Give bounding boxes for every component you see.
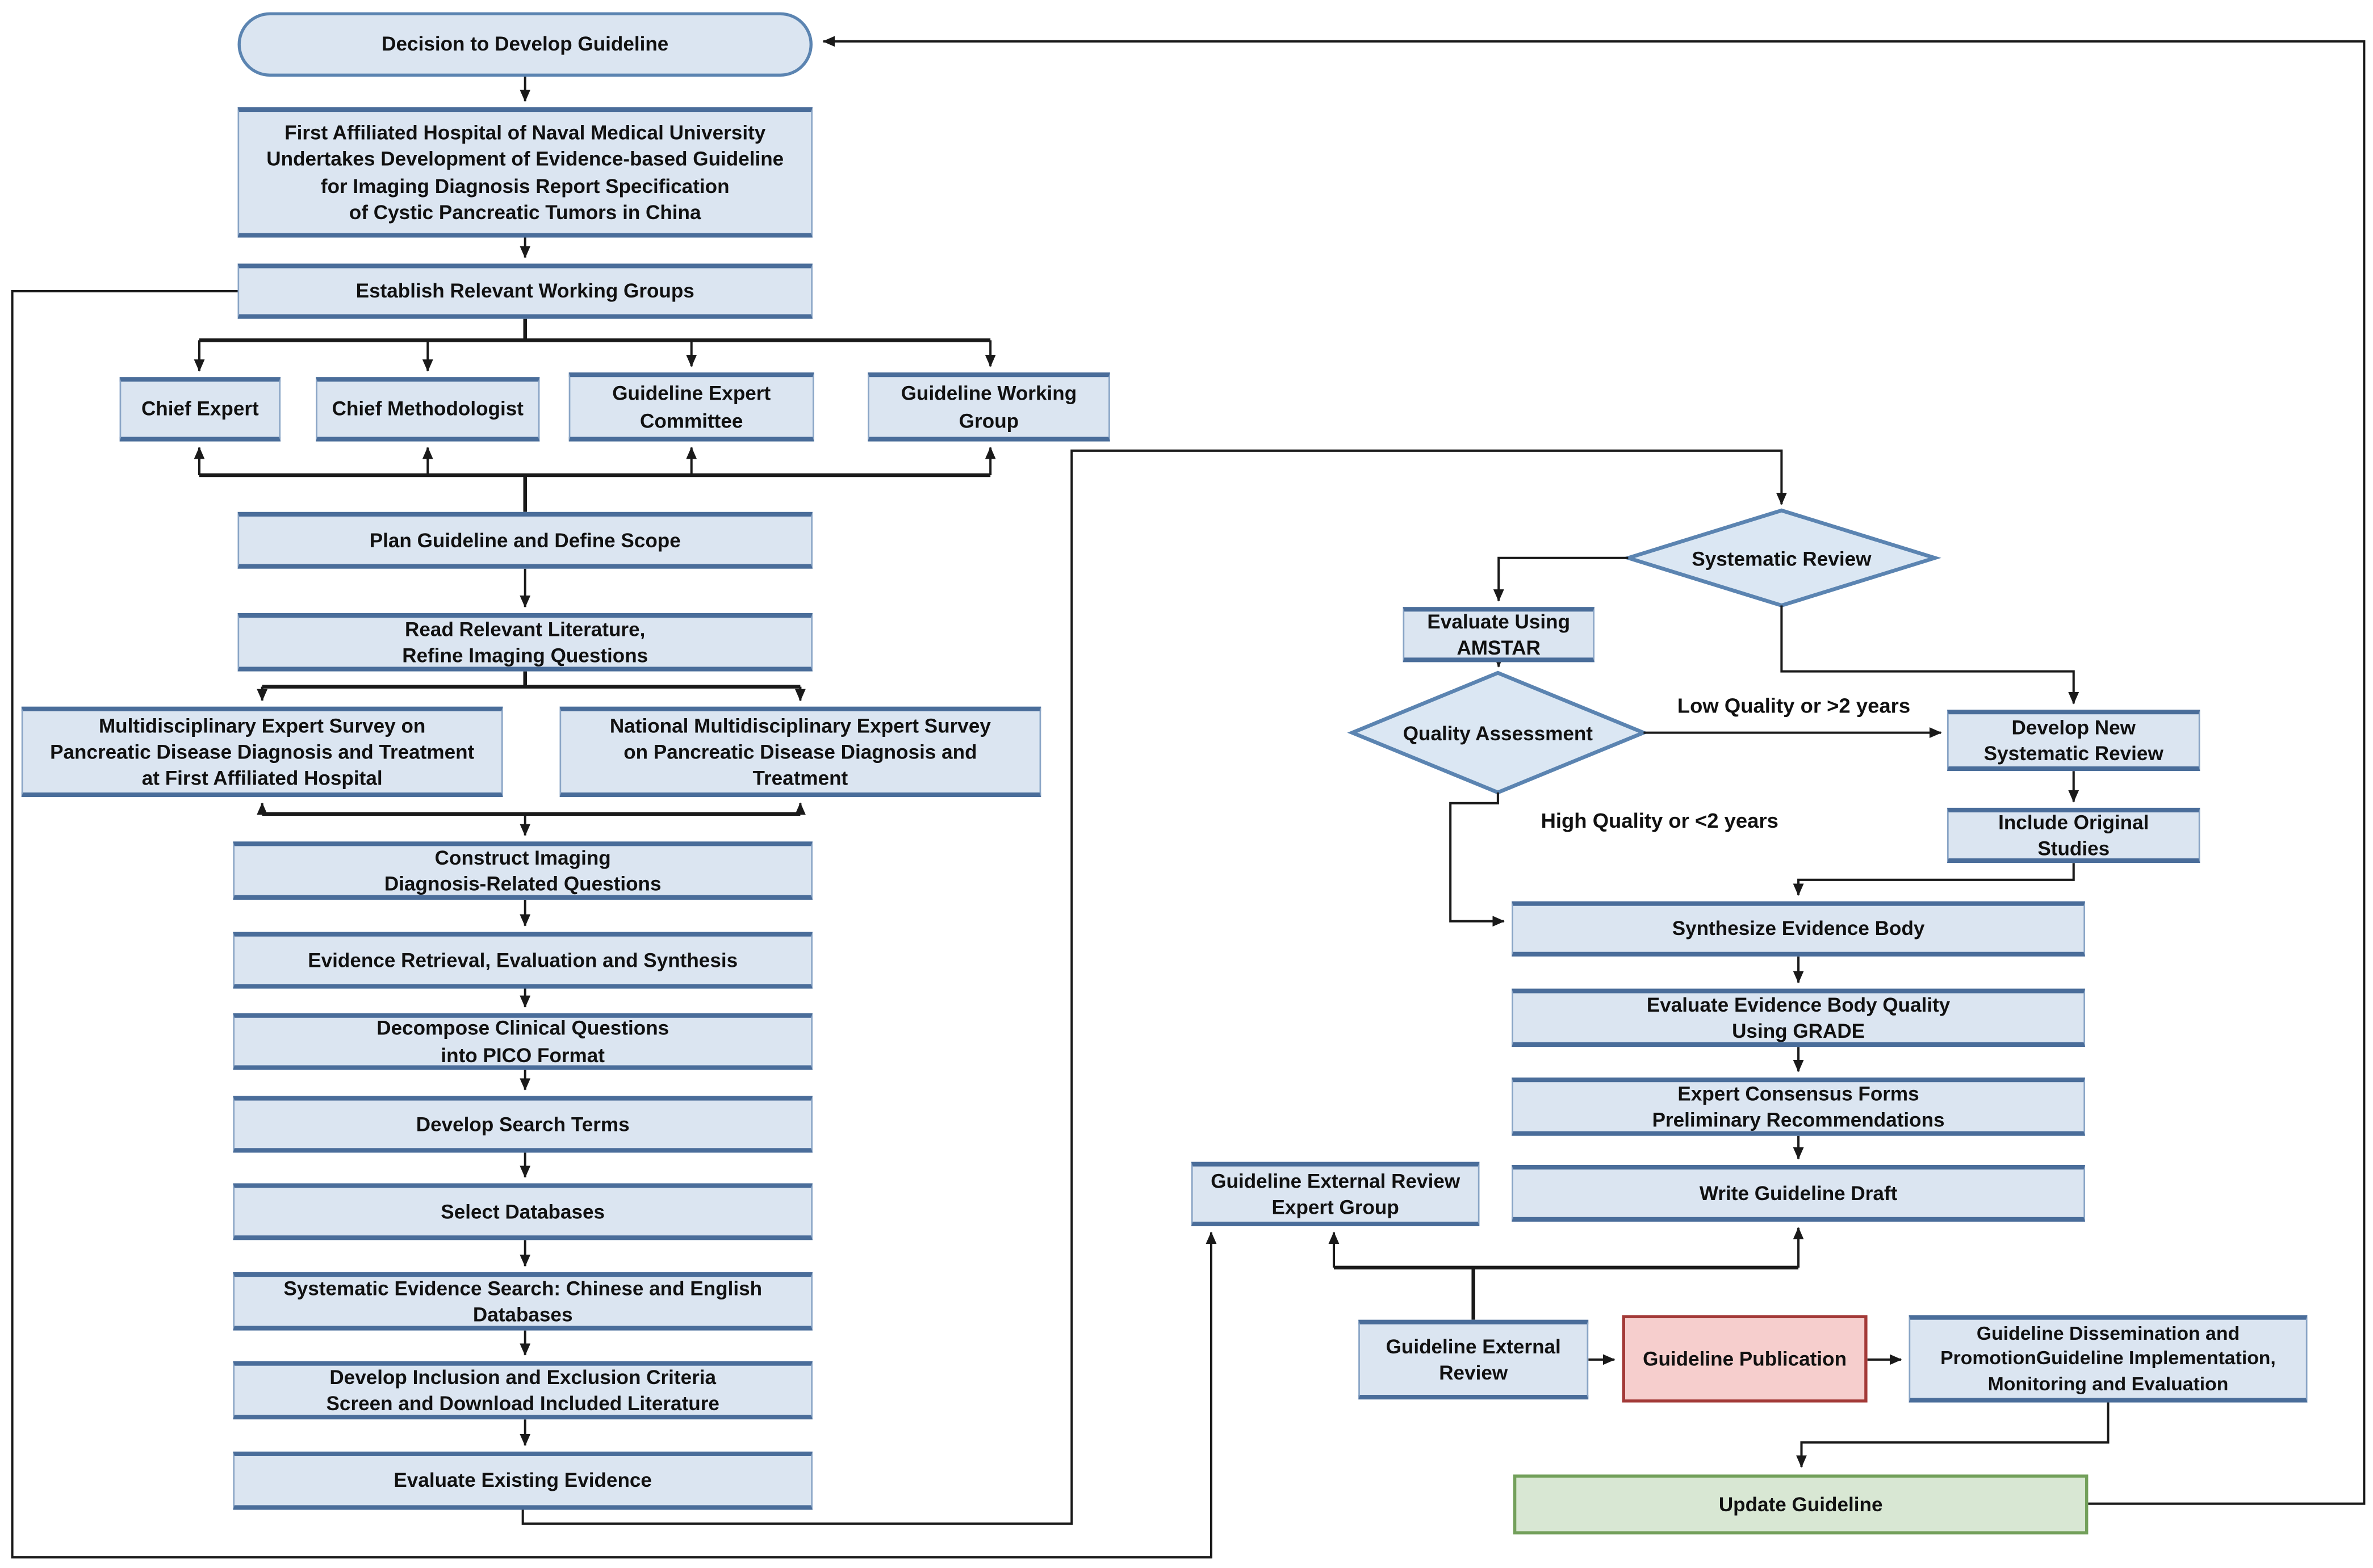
node-label: Synthesize Evidence Body — [1672, 917, 1925, 941]
node-label: National Multidisciplinary Expert Survey… — [609, 714, 991, 790]
node-guideline-working-group: Guideline Working Group — [868, 372, 1110, 442]
node-evaluate-evidence-grade: Evaluate Evidence Body Quality Using GRA… — [1512, 988, 2085, 1047]
node-expert-consensus-recommendations: Expert Consensus Forms Preliminary Recom… — [1512, 1078, 2085, 1136]
node-label: Evaluate Using AMSTAR — [1427, 610, 1571, 659]
node-label: First Affiliated Hospital of Naval Medic… — [266, 121, 784, 224]
node-label: Guideline External Review — [1386, 1335, 1561, 1385]
node-evaluate-existing-evidence: Evaluate Existing Evidence — [233, 1451, 813, 1510]
node-guideline-external-review: Guideline External Review — [1358, 1319, 1589, 1400]
edge-label-text: Low Quality or >2 years — [1677, 693, 1911, 717]
node-decision-to-develop-guideline: Decision to Develop Guideline — [237, 12, 813, 77]
node-systematic-evidence-search: Systematic Evidence Search: Chinese and … — [233, 1272, 813, 1331]
flow-arrows — [11, 36, 2366, 1559]
systematic-review-diamond — [1622, 508, 1941, 608]
node-synthesize-evidence-body: Synthesize Evidence Body — [1512, 901, 2085, 957]
node-chief-methodologist: Chief Methodologist — [316, 377, 540, 442]
node-label: Expert Consensus Forms Preliminary Recom… — [1652, 1081, 1945, 1131]
node-label: Construct Imaging Diagnosis-Related Ques… — [384, 845, 662, 895]
node-systematic-review-diamond-label: Systematic Review — [1643, 543, 1919, 573]
node-label: Develop New Systematic Review — [1983, 715, 2163, 765]
node-hospital-undertakes-development: First Affiliated Hospital of Naval Medic… — [237, 107, 813, 238]
node-label: Guideline Expert Committee — [612, 382, 771, 432]
node-develop-search-terms: Develop Search Terms — [233, 1096, 813, 1153]
node-label: Quality Assessment — [1403, 721, 1593, 744]
node-label: Develop Inclusion and Exclusion Criteria… — [326, 1365, 719, 1415]
node-label: Evaluate Existing Evidence — [394, 1469, 652, 1492]
node-label: Decision to Develop Guideline — [382, 32, 669, 56]
node-label: Update Guideline — [1718, 1492, 1883, 1516]
node-label: Establish Relevant Working Groups — [355, 279, 694, 303]
node-national-multidisciplinary-survey: National Multidisciplinary Expert Survey… — [559, 706, 1041, 797]
node-label: Guideline Dissemination and PromotionGui… — [1940, 1322, 2276, 1395]
node-update-guideline: Update Guideline — [1513, 1474, 2089, 1535]
node-label: Include Original Studies — [1998, 810, 2149, 860]
distribution-lines — [199, 318, 1799, 1320]
node-construct-imaging-questions: Construct Imaging Diagnosis-Related Ques… — [233, 841, 813, 900]
node-label: Decompose Clinical Questions into PICO F… — [376, 1017, 669, 1066]
node-evaluate-using-amstar: Evaluate Using AMSTAR — [1403, 607, 1594, 663]
node-label: Select Databases — [441, 1200, 605, 1223]
node-label: Guideline External Review Expert Group — [1211, 1169, 1460, 1219]
node-quality-assessment-diamond-label: Quality Assessment — [1360, 718, 1636, 748]
node-guideline-expert-committee: Guideline Expert Committee — [568, 372, 814, 442]
node-write-guideline-draft: Write Guideline Draft — [1512, 1165, 2085, 1222]
edge-label-low-quality: Low Quality or >2 years — [1640, 691, 1947, 719]
node-label: Plan Guideline and Define Scope — [369, 529, 681, 552]
edge-label-text: High Quality or <2 years — [1541, 808, 1778, 832]
node-label: Systematic Evidence Search: Chinese and … — [283, 1276, 763, 1326]
node-establish-working-groups: Establish Relevant Working Groups — [237, 263, 813, 319]
node-label: Chief Methodologist — [332, 397, 524, 421]
node-multidisciplinary-survey-hospital: Multidisciplinary Expert Survey on Pancr… — [21, 706, 503, 797]
node-label: Develop Search Terms — [416, 1112, 630, 1136]
node-chief-expert: Chief Expert — [119, 377, 281, 442]
node-label: Evidence Retrieval, Evaluation and Synth… — [308, 949, 738, 972]
node-guideline-publication: Guideline Publication — [1622, 1315, 1868, 1403]
node-select-databases: Select Databases — [233, 1183, 813, 1240]
node-decompose-pico: Decompose Clinical Questions into PICO F… — [233, 1013, 813, 1070]
edge-label-high-quality: High Quality or <2 years — [1495, 806, 1825, 834]
node-label: Multidisciplinary Expert Survey on Pancr… — [50, 714, 475, 790]
node-include-original-studies: Include Original Studies — [1947, 807, 2200, 863]
node-label: Write Guideline Draft — [1699, 1181, 1898, 1205]
node-plan-guideline-define-scope: Plan Guideline and Define Scope — [237, 512, 813, 569]
node-label: Systematic Review — [1692, 546, 1872, 570]
node-label: Evaluate Evidence Body Quality Using GRA… — [1646, 993, 1951, 1042]
node-label: Chief Expert — [141, 397, 259, 421]
node-inclusion-exclusion-criteria: Develop Inclusion and Exclusion Criteria… — [233, 1361, 813, 1420]
node-label: Guideline Working Group — [901, 382, 1077, 432]
node-develop-new-systematic-review: Develop New Systematic Review — [1947, 710, 2200, 772]
node-external-review-expert-group: Guideline External Review Expert Group — [1191, 1162, 1480, 1226]
node-read-relevant-literature: Read Relevant Literature, Refine Imaging… — [237, 613, 813, 672]
node-label: Read Relevant Literature, Refine Imaging… — [402, 617, 648, 667]
node-label: Guideline Publication — [1643, 1347, 1847, 1370]
node-evidence-retrieval-evaluation: Evidence Retrieval, Evaluation and Synth… — [233, 932, 813, 989]
node-dissemination-implementation: Guideline Dissemination and PromotionGui… — [1909, 1315, 2308, 1403]
